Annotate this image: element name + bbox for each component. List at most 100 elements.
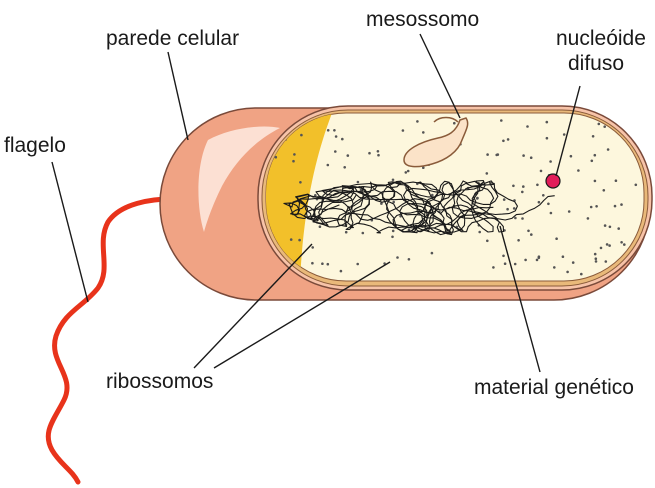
ribosome-dot — [300, 134, 303, 137]
ribosome-dot — [292, 160, 295, 163]
ribosome-dot — [497, 153, 500, 156]
ribosome-dot — [396, 256, 399, 259]
ribosome-dot — [526, 125, 529, 128]
ribosome-dot — [623, 243, 626, 246]
ribosome-dot — [604, 224, 607, 227]
ribosome-dot — [606, 243, 609, 246]
ribosome-dot — [538, 201, 541, 204]
ribosome-dot — [594, 253, 597, 256]
ribosome-dot — [590, 206, 593, 209]
ribosome-dot — [620, 203, 623, 206]
ribosome-dot — [327, 263, 330, 266]
label-material-genetico: material genético — [474, 376, 634, 399]
ribosome-dot — [405, 171, 408, 174]
ribosome-dot — [536, 184, 539, 187]
leader-flagelo — [52, 162, 88, 302]
ribosome-dot — [392, 201, 395, 204]
ribosome-dot — [504, 262, 507, 265]
ribosome-dot — [293, 153, 296, 156]
ribosome-dot — [311, 246, 314, 249]
ribosome-dot — [422, 131, 425, 134]
ribosome-dot — [553, 266, 556, 269]
ribosome-dot — [407, 170, 410, 173]
ribosome-dot — [634, 268, 637, 271]
ribosome-dot — [600, 247, 603, 250]
ribosome-dot — [635, 184, 638, 187]
ribosome-dot — [334, 150, 337, 153]
ribosome-dot — [321, 262, 324, 265]
ribosome-dot — [347, 154, 350, 157]
ribosome-dot — [620, 241, 623, 244]
ribosome-dot — [377, 154, 380, 157]
ribosome-dot — [290, 238, 293, 241]
ribosome-dot — [503, 198, 506, 201]
label-nucleoide-line2: difuso — [568, 52, 624, 75]
ribosome-dot — [622, 121, 625, 124]
flagellum — [48, 199, 180, 482]
ribosome-dot — [598, 123, 601, 126]
ribosome-dot — [513, 207, 516, 210]
ribosome-dot — [546, 121, 549, 124]
ribosome-dot — [549, 160, 552, 163]
ribosome-dot — [521, 217, 524, 220]
ribosome-dot — [631, 274, 634, 277]
ribosome-dot — [453, 122, 456, 125]
ribosome-dot — [362, 232, 365, 235]
ribosome-dot — [591, 160, 594, 163]
ribosome-dot — [298, 239, 301, 242]
ribosome-dot — [514, 263, 517, 266]
ribosome-dot — [486, 172, 489, 175]
leader-parede-celular — [168, 52, 188, 140]
ribosome-dot — [605, 260, 608, 263]
label-mesossomo: mesossomo — [366, 8, 479, 31]
ribosome-dot — [607, 148, 610, 151]
ribosome-dot — [416, 120, 419, 123]
ribosome-dot — [570, 155, 573, 158]
ribosome-dot — [522, 154, 525, 157]
label-parede-celular: parede celular — [106, 27, 239, 50]
ribosome-dot — [536, 259, 539, 262]
ribosome-dot — [555, 237, 558, 240]
ribosome-dot — [408, 258, 411, 261]
ribosome-dot — [580, 273, 583, 276]
ribosome-dot — [402, 129, 405, 132]
ribosome-dot — [486, 153, 489, 156]
ribosome-dot — [592, 135, 595, 138]
nucleoid-marker — [546, 174, 560, 188]
ribosome-dot — [341, 138, 344, 141]
ribosome-dot — [356, 263, 359, 266]
ribosome-dot — [530, 233, 533, 236]
ribosome-dot — [595, 205, 598, 208]
ribosome-dot — [512, 185, 515, 188]
ribosome-dot — [614, 205, 617, 208]
ribosome-dot — [547, 203, 550, 206]
ribosome-dot — [538, 257, 541, 260]
label-ribossomos: ribossomos — [106, 370, 213, 393]
ribosome-dot — [486, 240, 489, 243]
ribosome-dot — [562, 255, 565, 258]
ribosome-dot — [431, 252, 434, 255]
ribosome-dot — [343, 166, 346, 169]
ribosome-dot — [319, 225, 322, 228]
ribosome-dot — [587, 217, 590, 220]
ribosome-dot — [550, 212, 553, 215]
ribosome-dot — [377, 150, 380, 153]
ribosome-dot — [524, 259, 527, 262]
ribosome-dot — [478, 231, 481, 234]
ribosome-dot — [517, 239, 520, 242]
ribosome-dot — [540, 170, 543, 173]
ribosome-dot — [502, 140, 505, 143]
ribosome-dot — [617, 227, 620, 230]
ribosome-dot — [577, 169, 580, 172]
ribosome-dot — [492, 266, 495, 269]
ribosome-dot — [514, 217, 517, 220]
ribosome-dot — [542, 194, 545, 197]
ribosome-dot — [530, 156, 533, 159]
ribosome-dot — [392, 179, 395, 182]
ribosome-dot — [502, 255, 505, 258]
ribosome-dot — [345, 231, 348, 234]
ribosome-dot — [327, 129, 330, 132]
ribosome-dot — [594, 180, 597, 183]
ribosome-dot — [615, 179, 618, 182]
